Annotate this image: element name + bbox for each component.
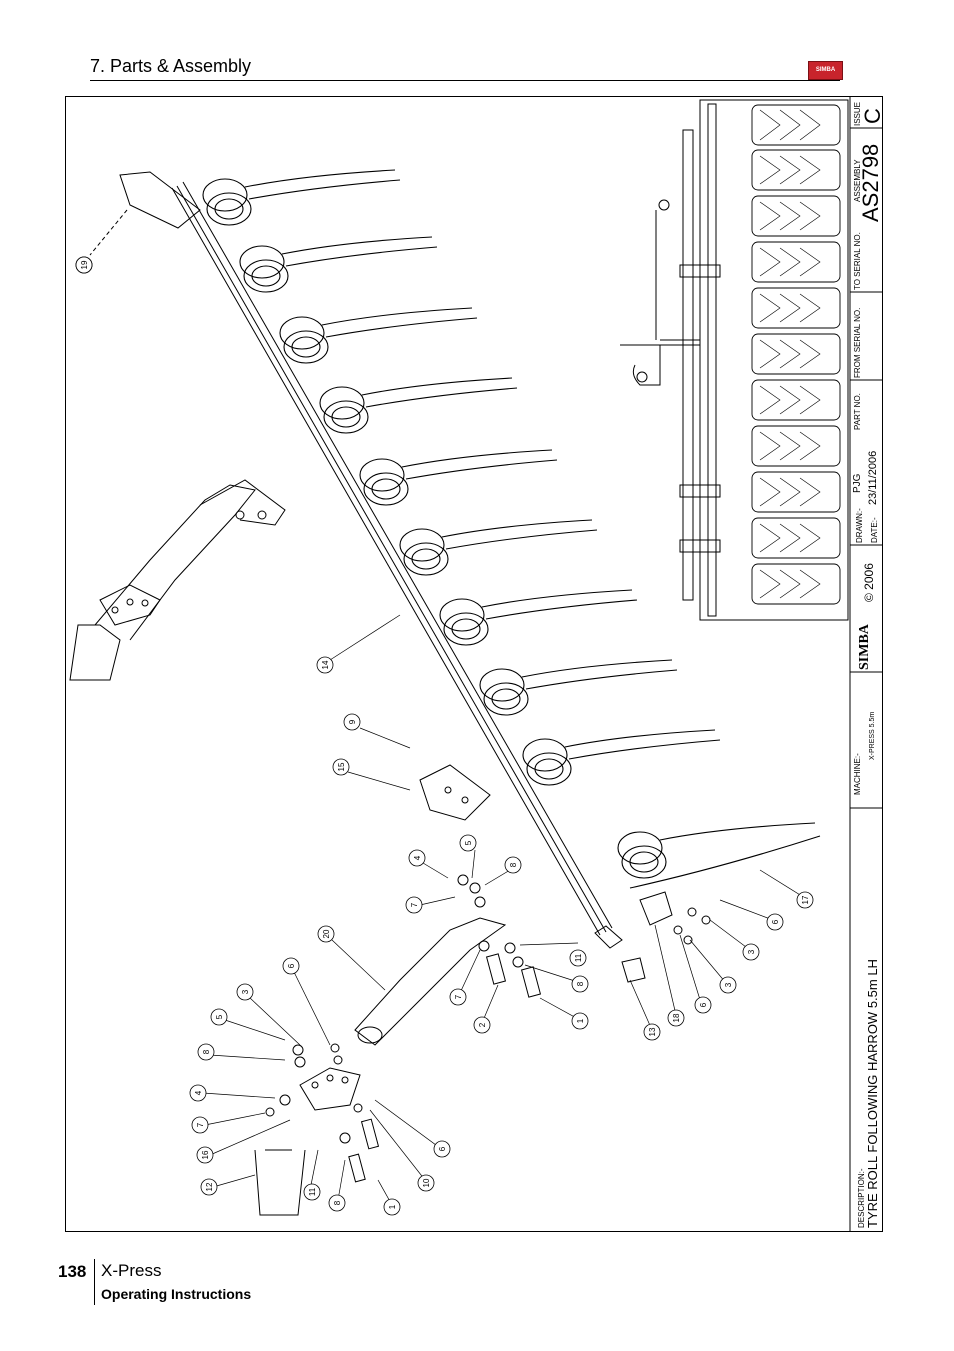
callout: 17 [801,895,810,904]
date-label: DATE:- [870,517,879,543]
callout: 6 [771,919,780,924]
callout: 2 [478,1022,487,1027]
date-value: 23/11/2006 [867,450,879,505]
callout: 3 [724,982,733,987]
callout: 7 [410,902,419,907]
callout: 4 [194,1090,203,1095]
callout: 12 [205,1182,214,1191]
drawn-label: DRAWN:- [855,508,864,543]
part-no-label: PART NO. [853,393,862,430]
callout: 16 [201,1150,210,1159]
callout: 7 [454,994,463,999]
logo-text: SIMBA [815,67,836,73]
product-name: X-Press [101,1261,162,1280]
callout: 19 [80,260,89,269]
callout: 9 [348,719,357,724]
machine-label: MACHINE:- [853,753,862,795]
to-serial-label: TO SERIAL NO. [853,232,862,290]
callout: 6 [438,1146,447,1151]
tine-group [202,169,401,226]
callout: 8 [576,981,585,986]
brand-mark: SIMBA [857,624,872,670]
callout: 6 [699,1002,708,1007]
from-serial-label: FROM SERIAL NO. [853,307,862,378]
callout: 11 [308,1187,317,1196]
callout: 18 [672,1013,681,1022]
doc-subtitle: Operating Instructions [101,1286,252,1302]
assembly-number: AS2798 [858,143,883,222]
callout: 8 [202,1049,211,1054]
callout: 4 [413,855,422,860]
callout: 1 [388,1204,397,1209]
copyright: © 2006 [862,563,876,602]
callout: 5 [464,840,473,845]
callout: 3 [747,949,756,954]
callout: 8 [333,1200,342,1205]
callout: 10 [422,1178,431,1187]
description-value: TYRE ROLL FOLLOWING HARROW 5.5m LH [865,959,880,1228]
machine-value: X-PRESS 5.5m [869,711,876,760]
callout: 5 [215,1014,224,1019]
callout: 3 [241,989,250,994]
section-title: 7. Parts & Assembly [90,56,252,76]
drawn-value: PJG [852,473,863,493]
callout: 1 [576,1018,585,1023]
drawing-frame [65,96,883,1232]
header-rule [90,80,840,81]
callout: 7 [196,1122,205,1127]
simba-logo: SIMBA [808,61,843,80]
callout: 11 [574,953,583,962]
callout: 20 [322,929,331,938]
footer-rule [94,1259,95,1305]
issue-value: C [860,108,885,124]
page-number: 138 [58,1262,87,1281]
callout: 14 [321,660,330,669]
callout: 15 [337,762,346,771]
callout: 13 [648,1027,657,1036]
callout: 8 [509,862,518,867]
callout: 6 [287,963,296,968]
